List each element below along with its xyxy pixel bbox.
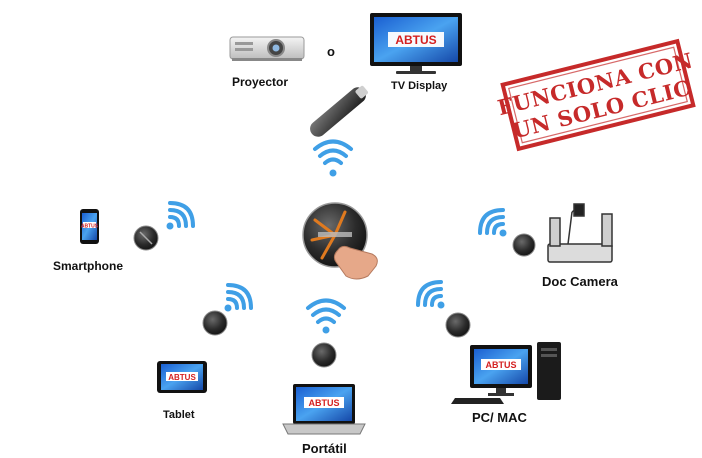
tablet-wifi-icon: [224, 283, 253, 312]
svg-text:ABTUS: ABTUS: [486, 360, 517, 370]
tablet-button-icon: [202, 310, 228, 336]
laptop-icon: ABTUS: [282, 384, 366, 435]
tablet-icon: ABTUS: [157, 361, 207, 393]
smartphone-button-icon: [133, 225, 159, 251]
smartphone-icon: ABTUS: [80, 209, 99, 244]
doc-camera-wifi-icon: [478, 208, 507, 237]
doc-camera-button-icon: [512, 233, 536, 257]
laptop-wifi-icon: [306, 298, 346, 334]
svg-text:ABTUS: ABTUS: [168, 373, 196, 382]
pc-button-icon: [445, 312, 471, 338]
svg-text:ABTUS: ABTUS: [81, 224, 99, 230]
doc-camera-icon: [547, 203, 613, 263]
tablet-label: Tablet: [163, 409, 195, 421]
projector-icon: [229, 36, 305, 61]
pc-wifi-icon: [416, 280, 445, 309]
pc-mac-label: PC/ MAC: [472, 410, 527, 425]
projector-label: Proyector: [232, 75, 289, 89]
hdmi-dongle-icon: [310, 85, 368, 137]
laptop-label: Portátil: [302, 441, 347, 456]
tv-brand-logo: ABTUS: [395, 33, 436, 47]
laptop-button-icon: [311, 342, 337, 368]
central-button-icon: [302, 202, 378, 280]
tv-display-icon: ABTUS: [370, 13, 462, 74]
doc-camera-label: Doc Camera: [542, 274, 618, 289]
svg-text:ABTUS: ABTUS: [309, 398, 340, 408]
pc-monitor-icon: ABTUS: [451, 342, 561, 404]
connector-label: o: [327, 44, 335, 59]
stamp-badge: FUNCIONA CON UN SOLO CLIC: [495, 38, 696, 152]
smartphone-wifi-icon: [166, 201, 195, 230]
smartphone-label: Smartphone: [53, 259, 124, 273]
wifi-signal-icon: [313, 139, 353, 177]
tv-display-label: TV Display: [391, 80, 448, 92]
